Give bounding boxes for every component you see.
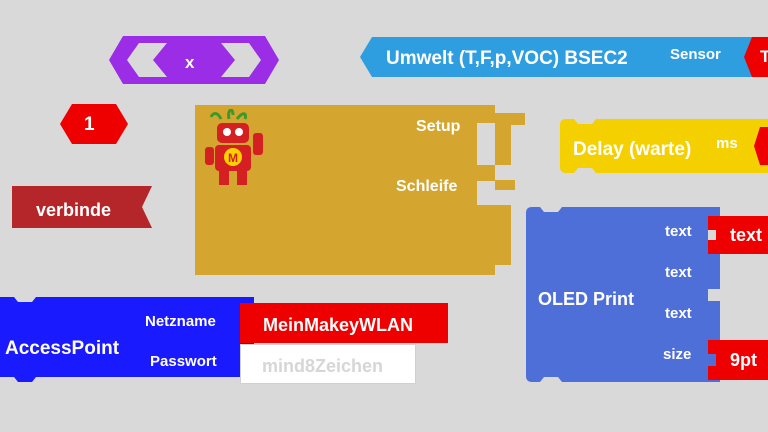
delay-shape bbox=[560, 119, 768, 173]
oled-text-value: text bbox=[730, 225, 763, 245]
access-point-block[interactable]: AccessPoint Netzname Passwort bbox=[0, 297, 254, 389]
access-point-label: AccessPoint bbox=[5, 338, 120, 359]
connect-label: verbinde bbox=[36, 200, 112, 220]
variable-x-block[interactable]: x bbox=[109, 36, 279, 84]
delay-label: Delay (warte) bbox=[573, 139, 692, 160]
number-one-label: 1 bbox=[84, 114, 95, 135]
oled-text-label-1: text bbox=[665, 223, 692, 240]
oled-print-block[interactable]: OLED Print text text text size bbox=[526, 207, 726, 382]
maker-robot-icon: M bbox=[203, 108, 267, 189]
oled-size-value: 9pt bbox=[730, 350, 757, 370]
ssid-value-field[interactable]: MeinMakeyWLAN bbox=[240, 303, 448, 343]
sensor-value[interactable]: T bbox=[760, 47, 768, 66]
oled-text-value-shape bbox=[708, 216, 768, 254]
ssid-value: MeinMakeyWLAN bbox=[263, 315, 414, 335]
password-input[interactable]: mind8Zeichen bbox=[240, 344, 416, 384]
oled-text-label-3: text bbox=[665, 305, 692, 322]
connect-shape bbox=[12, 186, 152, 228]
number-one-shape bbox=[60, 104, 128, 144]
oled-print-label: OLED Print bbox=[538, 289, 635, 309]
oled-size-label: size bbox=[663, 346, 692, 363]
oled-size-value-shape bbox=[708, 340, 768, 380]
ssid-label: Netzname bbox=[145, 313, 216, 330]
oled-text-value-field[interactable]: text bbox=[708, 216, 768, 254]
sensor-label: Sensor bbox=[670, 46, 721, 63]
oled-text-label-2: text bbox=[665, 264, 692, 281]
password-label: Passwort bbox=[150, 353, 217, 370]
environment-label: Umwelt (T,F,p,VOC) BSEC2 bbox=[386, 48, 628, 69]
password-placeholder: mind8Zeichen bbox=[262, 356, 384, 376]
variable-x-shape bbox=[109, 36, 279, 84]
environment-sensor-block[interactable]: Umwelt (T,F,p,VOC) BSEC2 Sensor T bbox=[360, 37, 768, 77]
delay-unit-label: ms bbox=[716, 135, 738, 152]
number-one-block[interactable]: 1 bbox=[60, 104, 128, 144]
connect-block[interactable]: verbinde bbox=[12, 186, 152, 228]
delay-block[interactable]: Delay (warte) ms bbox=[560, 119, 768, 173]
main-setup-loop-block[interactable]: M Setup Schleife bbox=[195, 105, 525, 275]
oled-print-shape bbox=[526, 207, 720, 382]
setup-label: Setup bbox=[416, 118, 461, 135]
environment-sensor-shape bbox=[360, 37, 768, 77]
variable-x-label: x bbox=[185, 53, 195, 72]
oled-size-value-field[interactable]: 9pt bbox=[708, 340, 768, 380]
svg-text:M: M bbox=[228, 151, 238, 165]
loop-label: Schleife bbox=[396, 178, 458, 195]
access-point-shape bbox=[0, 297, 254, 382]
main-block-shape bbox=[195, 105, 525, 275]
